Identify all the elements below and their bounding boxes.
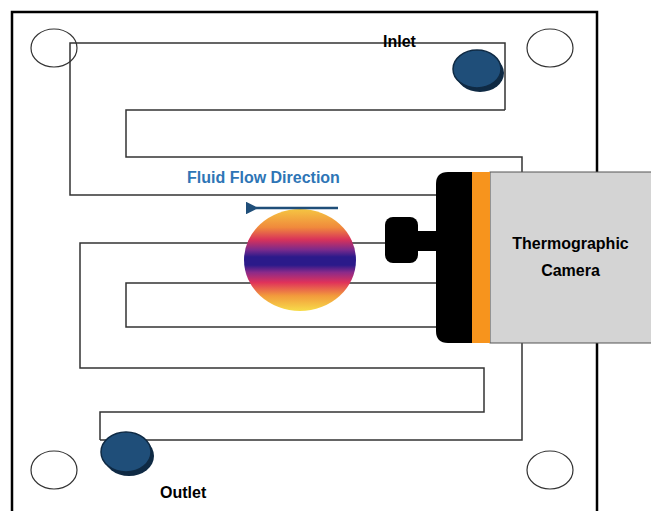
thermal-image bbox=[244, 209, 356, 311]
inlet-port bbox=[453, 50, 501, 88]
camera-box: Thermographic Camera bbox=[490, 172, 651, 343]
mounting-hole bbox=[527, 451, 573, 489]
camera-label: Thermographic Camera bbox=[494, 231, 647, 284]
flow-label: Fluid Flow Direction bbox=[187, 168, 340, 187]
camera-front bbox=[436, 172, 478, 343]
channel-wall bbox=[100, 110, 522, 440]
mounting-hole bbox=[31, 451, 77, 489]
flow-arrow bbox=[256, 207, 338, 210]
mounting-hole bbox=[527, 29, 573, 67]
port-label: Outlet bbox=[160, 483, 206, 502]
port-label: Inlet bbox=[383, 32, 416, 51]
camera-lens bbox=[385, 217, 418, 263]
camera-stripe bbox=[472, 172, 490, 343]
camera-body bbox=[490, 172, 651, 343]
channel-wall bbox=[70, 43, 505, 440]
outlet-port bbox=[101, 432, 151, 472]
